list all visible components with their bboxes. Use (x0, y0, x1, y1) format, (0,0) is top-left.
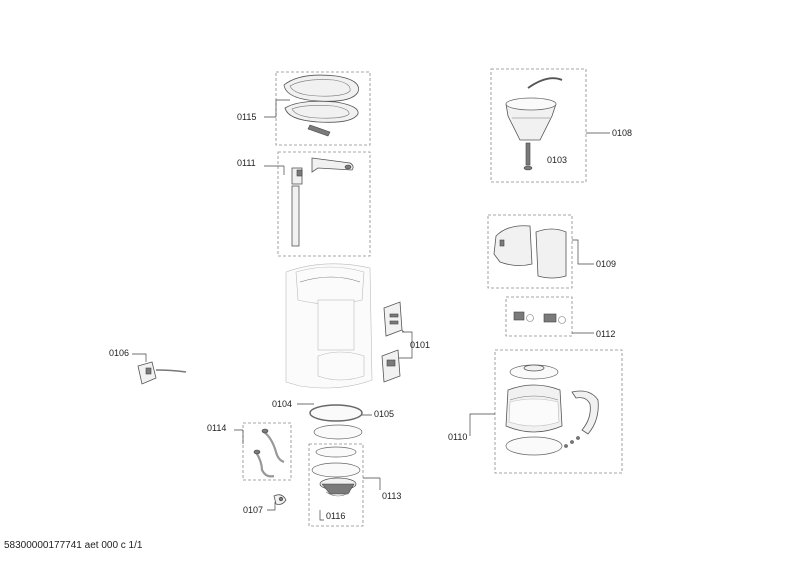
group-0111: 0111 (237, 151, 371, 257)
valve-spring[interactable] (543, 313, 566, 324)
heater-plate[interactable] (311, 446, 361, 478)
lid-latch[interactable] (307, 124, 331, 137)
label-0112: 0112 (596, 329, 615, 339)
riser-tube[interactable] (291, 185, 300, 247)
group-box-0111 (277, 151, 371, 257)
leader-0111 (264, 165, 285, 175)
label-0114: 0114 (207, 423, 226, 433)
label-0109: 0109 (596, 259, 616, 269)
seal-ring-0104[interactable] (309, 404, 363, 422)
seal-ring-0105[interactable] (313, 424, 363, 440)
drip-stop-valve[interactable] (523, 142, 533, 171)
leader-0113 (363, 477, 381, 490)
carafe-handle[interactable] (571, 390, 599, 435)
hose-upper[interactable] (261, 428, 285, 464)
label-0103: 0103 (547, 155, 567, 165)
group-0104-0105: 0104 0105 (272, 399, 394, 440)
leader-0110 (469, 413, 495, 436)
hose-lower[interactable] (253, 449, 275, 478)
switch-bracket[interactable] (381, 349, 401, 383)
water-outlet-arm[interactable] (311, 157, 354, 173)
label-0104: 0104 (272, 399, 292, 409)
label-0111: 0111 (237, 158, 256, 168)
group-0112: 0112 (505, 296, 615, 339)
label-0115: 0115 (237, 112, 256, 122)
tube-connector[interactable] (291, 167, 303, 185)
switch-board[interactable] (383, 301, 403, 337)
group-0115: 0115 (237, 71, 371, 146)
power-cord[interactable] (137, 361, 187, 385)
label-0107: 0107 (243, 505, 263, 515)
leader-0107 (267, 502, 276, 511)
group-0113: 0113 0116 (308, 443, 401, 527)
label-0105: 0105 (374, 409, 394, 419)
label-0101: 0101 (410, 340, 430, 350)
label-0116: 0116 (326, 511, 345, 521)
leader-0116 (319, 510, 324, 521)
group-0110: 0110 (448, 349, 623, 474)
label-0110: 0110 (448, 432, 467, 442)
group-0109: 0109 (487, 214, 616, 289)
label-0106: 0106 (109, 348, 129, 358)
group-0108: 0108 0103 (490, 68, 632, 183)
document-footer: 58300000177741 aet 000 c 1/1 (4, 540, 143, 551)
hose-clamp[interactable] (273, 494, 287, 505)
label-0113: 0113 (382, 491, 401, 501)
group-box-0109 (487, 214, 573, 289)
group-box-0113 (308, 443, 364, 527)
label-0108: 0108 (612, 128, 632, 138)
group-0114: 0114 (207, 422, 292, 481)
side-panel-left[interactable] (493, 225, 533, 266)
carafe-screws[interactable] (564, 436, 580, 448)
heater-element[interactable] (319, 477, 357, 497)
group-0107: 0107 (243, 494, 287, 515)
group-0101: 0101 (381, 301, 430, 383)
valve-body[interactable] (513, 311, 534, 322)
group-box-0112 (505, 296, 573, 337)
lid-gasket[interactable] (284, 100, 359, 123)
carafe-base-ring[interactable] (505, 436, 563, 456)
leader-0106 (132, 353, 147, 362)
filter-handle[interactable] (527, 77, 563, 89)
side-panel-right[interactable] (535, 228, 567, 279)
lid-cover[interactable] (283, 74, 359, 102)
group-box-0108 (490, 68, 587, 183)
carafe-jug[interactable] (505, 384, 563, 433)
group-0106: 0106 (109, 348, 187, 385)
leader-0115 (264, 99, 290, 118)
carafe-lid[interactable] (509, 364, 559, 380)
group-box-0114 (242, 422, 292, 481)
leader-0114 (234, 429, 244, 444)
filter-basket[interactable] (505, 97, 557, 141)
leader-0109 (572, 239, 594, 265)
machine-housing[interactable] (285, 263, 373, 389)
